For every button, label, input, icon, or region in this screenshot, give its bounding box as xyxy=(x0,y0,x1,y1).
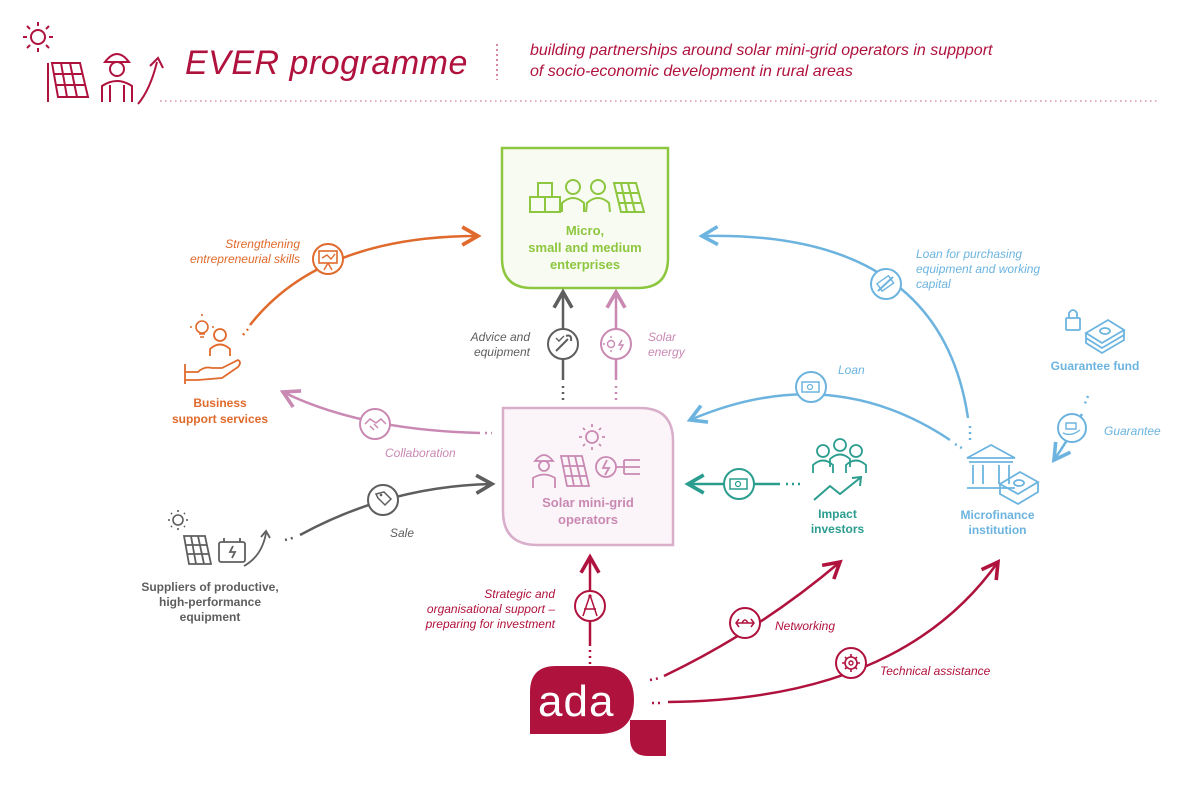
label-solar-energy: Solar energy xyxy=(648,330,718,360)
solar-energy-line1: Solar xyxy=(648,330,677,344)
impact-investors-line1: Impact xyxy=(818,507,857,521)
microfinance-cash-stack-icon xyxy=(998,470,1040,506)
impact-investors-line2: investors xyxy=(810,522,865,536)
page-subtitle: building partnerships around solar mini-… xyxy=(530,40,1130,82)
suppliers-solar-panel-icon xyxy=(182,535,213,565)
lock-icon xyxy=(1065,309,1081,331)
label-strengthening: Strengthening entrepreneurial skills xyxy=(150,237,300,267)
price-tag-icon xyxy=(367,484,399,516)
handshake-icon xyxy=(359,408,391,440)
meter-icon xyxy=(595,456,640,478)
guarantee-hand-icon xyxy=(1057,413,1087,443)
header-arrow-up-icon xyxy=(137,56,164,105)
impact-investors-label: Impact investors xyxy=(790,507,885,537)
solar-energy-line2: energy xyxy=(648,345,685,359)
msme-label-line2: small and medium xyxy=(528,240,642,255)
label-strategic: Strategic and organisational support – p… xyxy=(390,587,555,632)
msme-label-line3: enterprises xyxy=(549,257,621,272)
bank-icon xyxy=(966,443,1016,489)
ada-logo-shape xyxy=(530,666,634,734)
investors-people-icon xyxy=(812,438,867,473)
strengthening-line2: entrepreneurial skills xyxy=(189,252,300,266)
suppliers-line3: equipment xyxy=(179,610,241,624)
ada-logo-text: ada xyxy=(538,677,615,726)
label-loan-purchasing: Loan for purchasing equipment and workin… xyxy=(916,247,1086,292)
guarantee-fund-label: Guarantee fund xyxy=(1050,359,1140,373)
operators-worker-icon xyxy=(532,454,556,488)
solar-energy-icon xyxy=(600,328,632,360)
operators-label-line1: Solar mini-grid xyxy=(542,495,634,510)
loan-purchasing-line3: capital xyxy=(916,277,951,291)
microfinance-line2: institution xyxy=(968,523,1027,537)
business-support-label: Business support services xyxy=(140,395,300,427)
label-technical: Technical assistance xyxy=(880,664,991,678)
advice-line2: equipment xyxy=(473,345,530,359)
boxes-icon xyxy=(529,182,561,213)
suppliers-label: Suppliers of productive, high-performanc… xyxy=(130,580,290,625)
label-networking: Networking xyxy=(775,619,836,633)
suppliers-line2: high-performance xyxy=(158,595,261,609)
suppliers-arrow-up-icon xyxy=(243,529,271,567)
lightbulb-icon xyxy=(190,314,214,338)
header-sun-icon xyxy=(23,22,53,52)
msme-label-line1: Micro, xyxy=(565,223,605,238)
advice-line1: Advice and xyxy=(470,330,530,344)
microfinance-line1: Microfinance xyxy=(960,508,1035,522)
msme-solar-panel-icon xyxy=(612,182,646,213)
business-support-line2: support services xyxy=(171,412,269,426)
title-caps: EVER xyxy=(185,44,280,82)
header-worker-icon xyxy=(101,53,133,102)
chart-up-icon xyxy=(813,475,863,501)
operators-label-line2: operators xyxy=(558,512,618,527)
label-sale: Sale xyxy=(390,526,415,540)
investor-cash-icon xyxy=(723,468,755,500)
business-support-line1: Business xyxy=(193,396,247,410)
loan-purchasing-line2: equipment and working xyxy=(916,262,1041,276)
label-collaboration: Collaboration xyxy=(385,446,456,460)
page-title: EVER programme xyxy=(185,44,468,83)
title-rest: programme xyxy=(279,44,468,82)
label-advice: Advice and equipment xyxy=(440,330,530,360)
strategic-line3: preparing for investment xyxy=(425,617,555,631)
subtitle-line-2: of socio-economic development in rural a… xyxy=(530,63,853,80)
strategic-line1: Strategic and xyxy=(484,587,555,601)
msme-label: Micro, small and medium enterprises xyxy=(520,222,650,273)
wrench-cash-icon xyxy=(870,268,902,300)
label-guarantee: Guarantee xyxy=(1104,424,1161,438)
cash-icon xyxy=(795,371,827,403)
loan-purchasing-line1: Loan for purchasing xyxy=(916,247,1023,261)
people-icon xyxy=(561,179,611,213)
arrow-loan xyxy=(686,393,951,442)
network-icon xyxy=(729,607,761,639)
microfinance-label: Microfinance institution xyxy=(935,508,1060,538)
wrench-icon xyxy=(547,328,579,360)
suppliers-sun-icon xyxy=(168,510,188,530)
strategic-line2: organisational support – xyxy=(426,602,555,616)
suppliers-line1: Suppliers of productive, xyxy=(141,580,279,594)
business-person-icon xyxy=(209,328,231,356)
header-solar-panel-icon xyxy=(47,62,90,102)
strengthening-line1: Strengthening xyxy=(225,237,300,251)
operators-label: Solar mini-grid operators xyxy=(518,494,658,528)
presentation-icon xyxy=(312,243,344,275)
battery-icon xyxy=(218,538,246,563)
label-loan: Loan xyxy=(838,363,865,377)
operators-box xyxy=(501,406,675,547)
compass-icon xyxy=(574,590,606,622)
subtitle-line-1: building partnerships around solar mini-… xyxy=(530,42,993,59)
operators-solar-panel-icon xyxy=(559,455,591,487)
hand-icon xyxy=(184,358,241,384)
gear-icon xyxy=(835,647,867,679)
ada-logo-leaf xyxy=(630,720,666,756)
guarantee-cash-stack-icon xyxy=(1084,318,1126,355)
operators-sun-icon xyxy=(579,424,605,450)
